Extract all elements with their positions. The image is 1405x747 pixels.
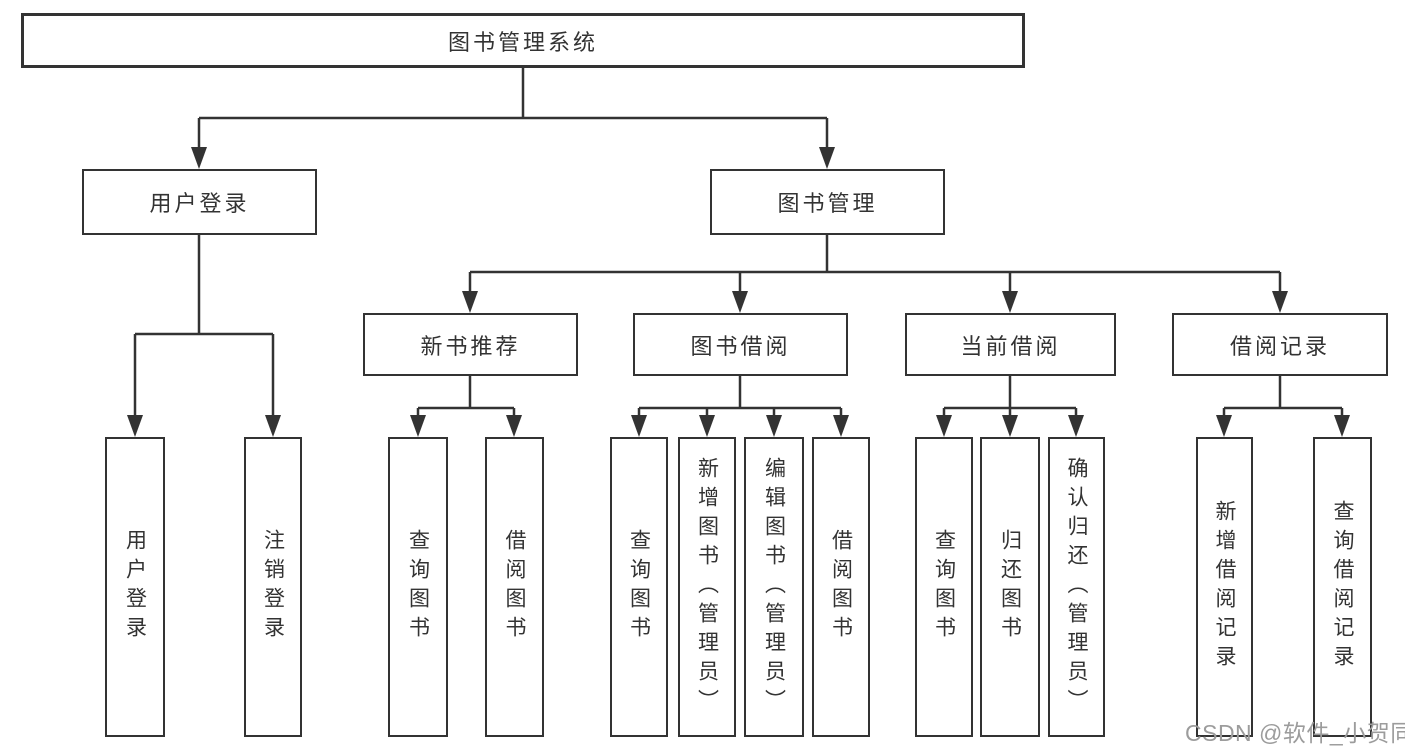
leaf-query-book-borrow: 查询图书 [610,437,668,737]
leaf-logout: 注销登录 [244,437,302,737]
leaf-query-book-recommend: 查询图书 [388,437,448,737]
leaf-query-book-current: 查询图书 [915,437,973,737]
arrowhead-icon [410,415,426,437]
leaf-borrow-book: 借阅图书 [812,437,870,737]
node-book-management: 图书管理 [710,169,945,235]
arrowhead-icon [1002,291,1018,313]
connector-new-book-to-leaves [410,376,522,437]
node-borrow-records: 借阅记录 [1172,313,1388,376]
connector-current-borrow-to-leaves [936,376,1084,437]
node-new-book-recommend: 新书推荐 [363,313,578,376]
arrowhead-icon [732,291,748,313]
leaf-query-borrow-record: 查询借阅记录 [1313,437,1372,737]
node-current-borrow: 当前借阅 [905,313,1116,376]
arrowhead-icon [506,415,522,437]
arrowhead-icon [1002,415,1018,437]
arrowhead-icon [833,415,849,437]
arrowhead-icon [699,415,715,437]
arrowhead-icon [191,147,207,169]
arrowhead-icon [819,147,835,169]
arrowhead-icon [1068,415,1084,437]
connector-book-borrow-to-leaves [631,376,849,437]
leaf-add-book-admin: 新增图书（管理员） [678,437,736,737]
arrowhead-icon [1272,291,1288,313]
leaf-user-login: 用户登录 [105,437,165,737]
arrowhead-icon [265,415,281,437]
node-root-system: 图书管理系统 [21,13,1025,68]
leaf-add-borrow-record: 新增借阅记录 [1196,437,1253,737]
arrowhead-icon [631,415,647,437]
arrowhead-icon [1216,415,1232,437]
arrowhead-icon [766,415,782,437]
connector-borrow-records-to-leaves [1216,376,1350,437]
arrowhead-icon [936,415,952,437]
leaf-return-book: 归还图书 [980,437,1040,737]
arrowhead-icon [462,291,478,313]
node-book-borrow: 图书借阅 [633,313,848,376]
leaf-edit-book-admin: 编辑图书（管理员） [744,437,804,737]
arrowhead-icon [1334,415,1350,437]
connector-user-login-to-leaves [127,235,281,437]
arrowhead-icon [127,415,143,437]
connector-root-to-level2 [191,68,835,169]
watermark-text: CSDN @软件_小贺同学 [1185,720,1405,746]
leaf-borrow-book-recommend: 借阅图书 [485,437,544,737]
leaf-confirm-return-admin: 确认归还（管理员） [1048,437,1105,737]
connector-book-management-to-level3 [462,235,1288,313]
node-user-login: 用户登录 [82,169,317,235]
